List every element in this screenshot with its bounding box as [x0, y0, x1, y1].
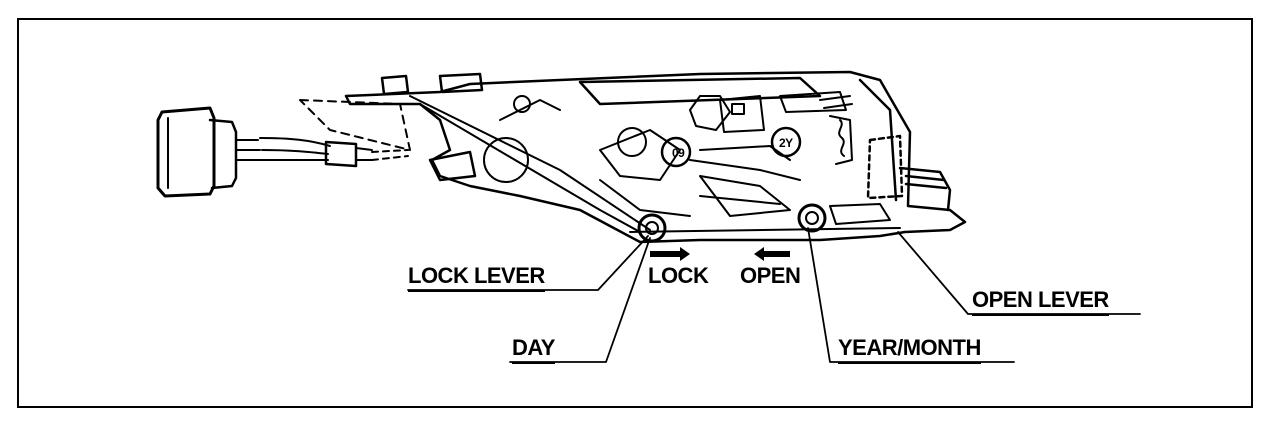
lock-housing: [344, 70, 967, 244]
linkage-rods: [409, 91, 901, 233]
mounting-guides: [299, 99, 411, 151]
label-year-month: YEAR/MONTH: [838, 336, 981, 364]
diagram-frame: [17, 18, 1253, 408]
label-lock-lever: LOCK LEVER: [408, 264, 545, 292]
wire-harness: [259, 137, 409, 168]
pivot-lock-lever: [637, 213, 667, 243]
pivot-open-lever: [797, 203, 827, 233]
label-open-lever: OPEN LEVER: [972, 288, 1109, 316]
year-gear-marking: 2Y: [779, 136, 793, 150]
year-gear: [770, 126, 802, 158]
lock-arrow: [650, 247, 690, 261]
label-lock: LOCK: [648, 263, 709, 288]
label-open: OPEN: [740, 263, 801, 288]
label-day: DAY: [512, 336, 555, 364]
open-arrow: [754, 247, 790, 261]
connector-plug: [156, 106, 263, 198]
day-gear-marking: 09: [672, 146, 685, 160]
day-gear: [660, 136, 692, 168]
